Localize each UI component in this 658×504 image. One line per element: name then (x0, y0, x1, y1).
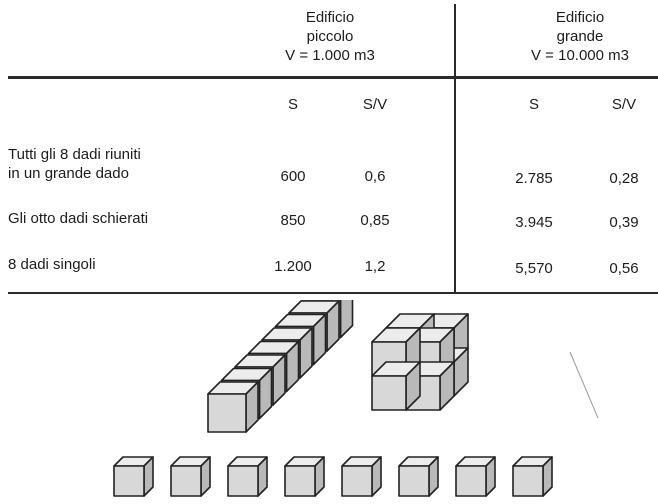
cube-front-face (284, 465, 316, 497)
cube-side-face (339, 300, 354, 339)
cell-value: 5,570 (515, 260, 553, 277)
subheader-sv-large: S/V (611, 96, 637, 113)
cell-value: 1.200 (274, 258, 312, 275)
cell-value: 0,56 (609, 260, 639, 277)
header-line: grande (556, 28, 604, 45)
cell-value: 0,6 (364, 168, 386, 185)
cube-row-group (207, 300, 354, 433)
cell-value: 850 (280, 212, 306, 229)
cube-front-face (371, 375, 407, 411)
cube-cluster-group (371, 313, 469, 411)
cube-illustration (113, 300, 599, 497)
header-line: Edificio (555, 9, 605, 26)
cube-front-face (170, 465, 202, 497)
stray-mark (569, 351, 599, 419)
cell-value: 3.945 (515, 214, 553, 231)
cube-front-face (455, 465, 487, 497)
cube-front-face (113, 465, 145, 497)
cube-front-face (512, 465, 544, 497)
bottom-rule (8, 292, 658, 294)
vertical-divider (454, 4, 456, 294)
subheader-sv-small: S/V (362, 96, 388, 113)
row-label: Gli otto dadi schierati (8, 210, 149, 227)
subheader-s-small: S (287, 96, 298, 113)
cube-front-face (207, 393, 247, 433)
cell-value: 0,39 (609, 214, 639, 231)
header-line: V = 10.000 m3 (531, 47, 629, 64)
row-label: 8 dadi singoli (8, 256, 96, 273)
subheader-s-large: S (528, 96, 539, 113)
cube-front-face (227, 465, 259, 497)
cell-value: 0,28 (609, 170, 639, 187)
cell-value: 600 (280, 168, 306, 185)
header-large-building: Edificio grande V = 10.000 m3 (505, 8, 655, 65)
header-line: V = 1.000 m3 (285, 47, 375, 64)
cell-value: 2.785 (515, 170, 553, 187)
cell-value: 0,85 (360, 212, 390, 229)
cell-value: 1,2 (364, 258, 386, 275)
top-rule (8, 76, 658, 79)
row-label: in un grande dado (8, 165, 129, 182)
header-line: Edificio (305, 9, 355, 26)
cube-front-face (398, 465, 430, 497)
header-line: piccolo (306, 28, 354, 45)
cube-singles-group (113, 456, 553, 497)
row-label: Tutti gli 8 dadi riuniti (8, 146, 141, 163)
cube-front-face (341, 465, 373, 497)
header-small-building: Edificio piccolo V = 1.000 m3 (255, 8, 405, 65)
